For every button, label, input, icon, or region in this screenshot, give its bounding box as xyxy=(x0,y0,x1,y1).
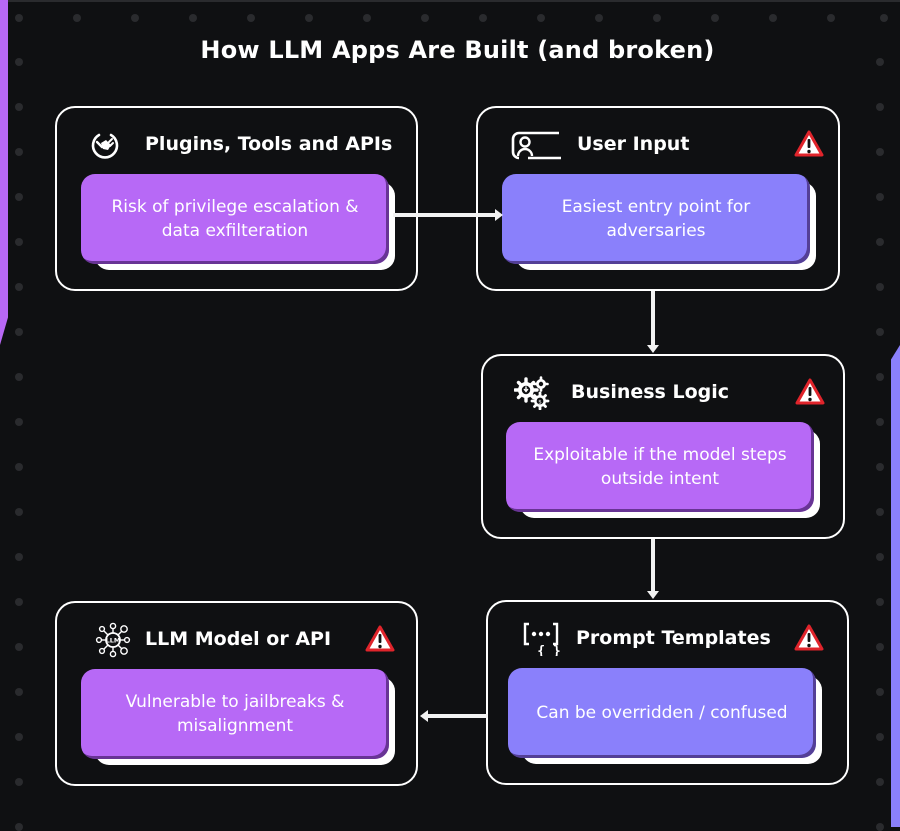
background-dot xyxy=(876,643,884,651)
background-dot xyxy=(876,688,884,696)
background-dot xyxy=(15,643,23,651)
background-dot xyxy=(876,823,884,831)
llm-network-icon: LLM xyxy=(95,622,131,658)
svg-text:LLM: LLM xyxy=(106,637,121,645)
background-dot xyxy=(15,733,23,741)
node-description: Exploitable if the model steps outside i… xyxy=(506,422,814,512)
node-business-logic: $ Business Logic Exploitable if the mode… xyxy=(481,354,845,539)
background-dot xyxy=(131,14,139,22)
background-dot xyxy=(15,688,23,696)
background-dot xyxy=(876,463,884,471)
warning-icon xyxy=(365,625,395,653)
background-dot xyxy=(15,103,23,111)
background-dot xyxy=(15,148,23,156)
node-description: Vulnerable to jailbreaks & misalignment xyxy=(81,669,389,759)
background-dot xyxy=(363,14,371,22)
node-user-input: User Input Easiest entry point for adver… xyxy=(476,106,840,291)
background-dot xyxy=(653,14,661,22)
background-dot xyxy=(876,193,884,201)
node-description: Easiest entry point for adversaries xyxy=(502,174,810,264)
node-llm-model: LLM LLM Model or API Vulnerable to jailb… xyxy=(55,601,418,786)
template-brackets-icon: { } xyxy=(522,622,564,656)
gears-icon: $ xyxy=(514,376,550,410)
background-dot xyxy=(479,14,487,22)
background-dot xyxy=(827,14,835,22)
background-dot xyxy=(595,14,603,22)
node-plugins: Plugins, Tools and APIs Risk of privileg… xyxy=(55,106,418,291)
background-dot xyxy=(876,148,884,156)
background-dot xyxy=(15,193,23,201)
background-dot xyxy=(769,14,777,22)
node-title: LLM Model or API xyxy=(145,628,332,650)
background-dot xyxy=(876,508,884,516)
background-dot xyxy=(15,283,23,291)
background-dot xyxy=(876,733,884,741)
background-dot xyxy=(15,823,23,831)
user-input-icon xyxy=(508,128,564,162)
background-dot xyxy=(876,328,884,336)
background-dot xyxy=(73,14,81,22)
warning-icon xyxy=(795,378,825,406)
background-dot xyxy=(421,14,429,22)
diagram-title: How LLM Apps Are Built (and broken) xyxy=(200,36,715,64)
background-dot xyxy=(15,373,23,381)
background-dot xyxy=(15,598,23,606)
background-dot xyxy=(876,778,884,786)
top-border-line xyxy=(0,0,900,2)
background-dot xyxy=(15,418,23,426)
left-accent-bar xyxy=(0,0,8,345)
background-dot xyxy=(15,463,23,471)
plug-icon xyxy=(87,128,123,162)
background-dot xyxy=(305,14,313,22)
background-dot xyxy=(15,238,23,246)
svg-text:{ }: { } xyxy=(537,644,560,656)
background-dot xyxy=(247,14,255,22)
node-title: Prompt Templates xyxy=(576,627,771,649)
background-dot xyxy=(876,103,884,111)
svg-text:$: $ xyxy=(538,399,542,405)
background-dot xyxy=(15,328,23,336)
node-description: Can be overridden / confused xyxy=(508,668,816,758)
background-dot xyxy=(15,553,23,561)
background-dot xyxy=(876,553,884,561)
node-description: Risk of privilege escalation & data exfi… xyxy=(81,174,389,264)
background-dot xyxy=(537,14,545,22)
node-title: Plugins, Tools and APIs xyxy=(145,133,393,155)
background-dot xyxy=(876,283,884,291)
background-dot xyxy=(189,14,197,22)
background-dot xyxy=(876,238,884,246)
background-dot xyxy=(876,373,884,381)
background-dot xyxy=(876,598,884,606)
background-dot xyxy=(15,508,23,516)
background-dot xyxy=(711,14,719,22)
warning-icon xyxy=(794,130,824,158)
background-dot xyxy=(876,418,884,426)
warning-icon xyxy=(794,624,824,652)
node-title: Business Logic xyxy=(571,381,730,403)
background-dot xyxy=(15,14,23,22)
node-prompt-templates: { } Prompt Templates Can be overridden /… xyxy=(486,600,849,785)
background-dot xyxy=(880,14,888,22)
node-title: User Input xyxy=(577,133,690,155)
right-accent-bar xyxy=(891,345,900,827)
background-dot xyxy=(15,778,23,786)
